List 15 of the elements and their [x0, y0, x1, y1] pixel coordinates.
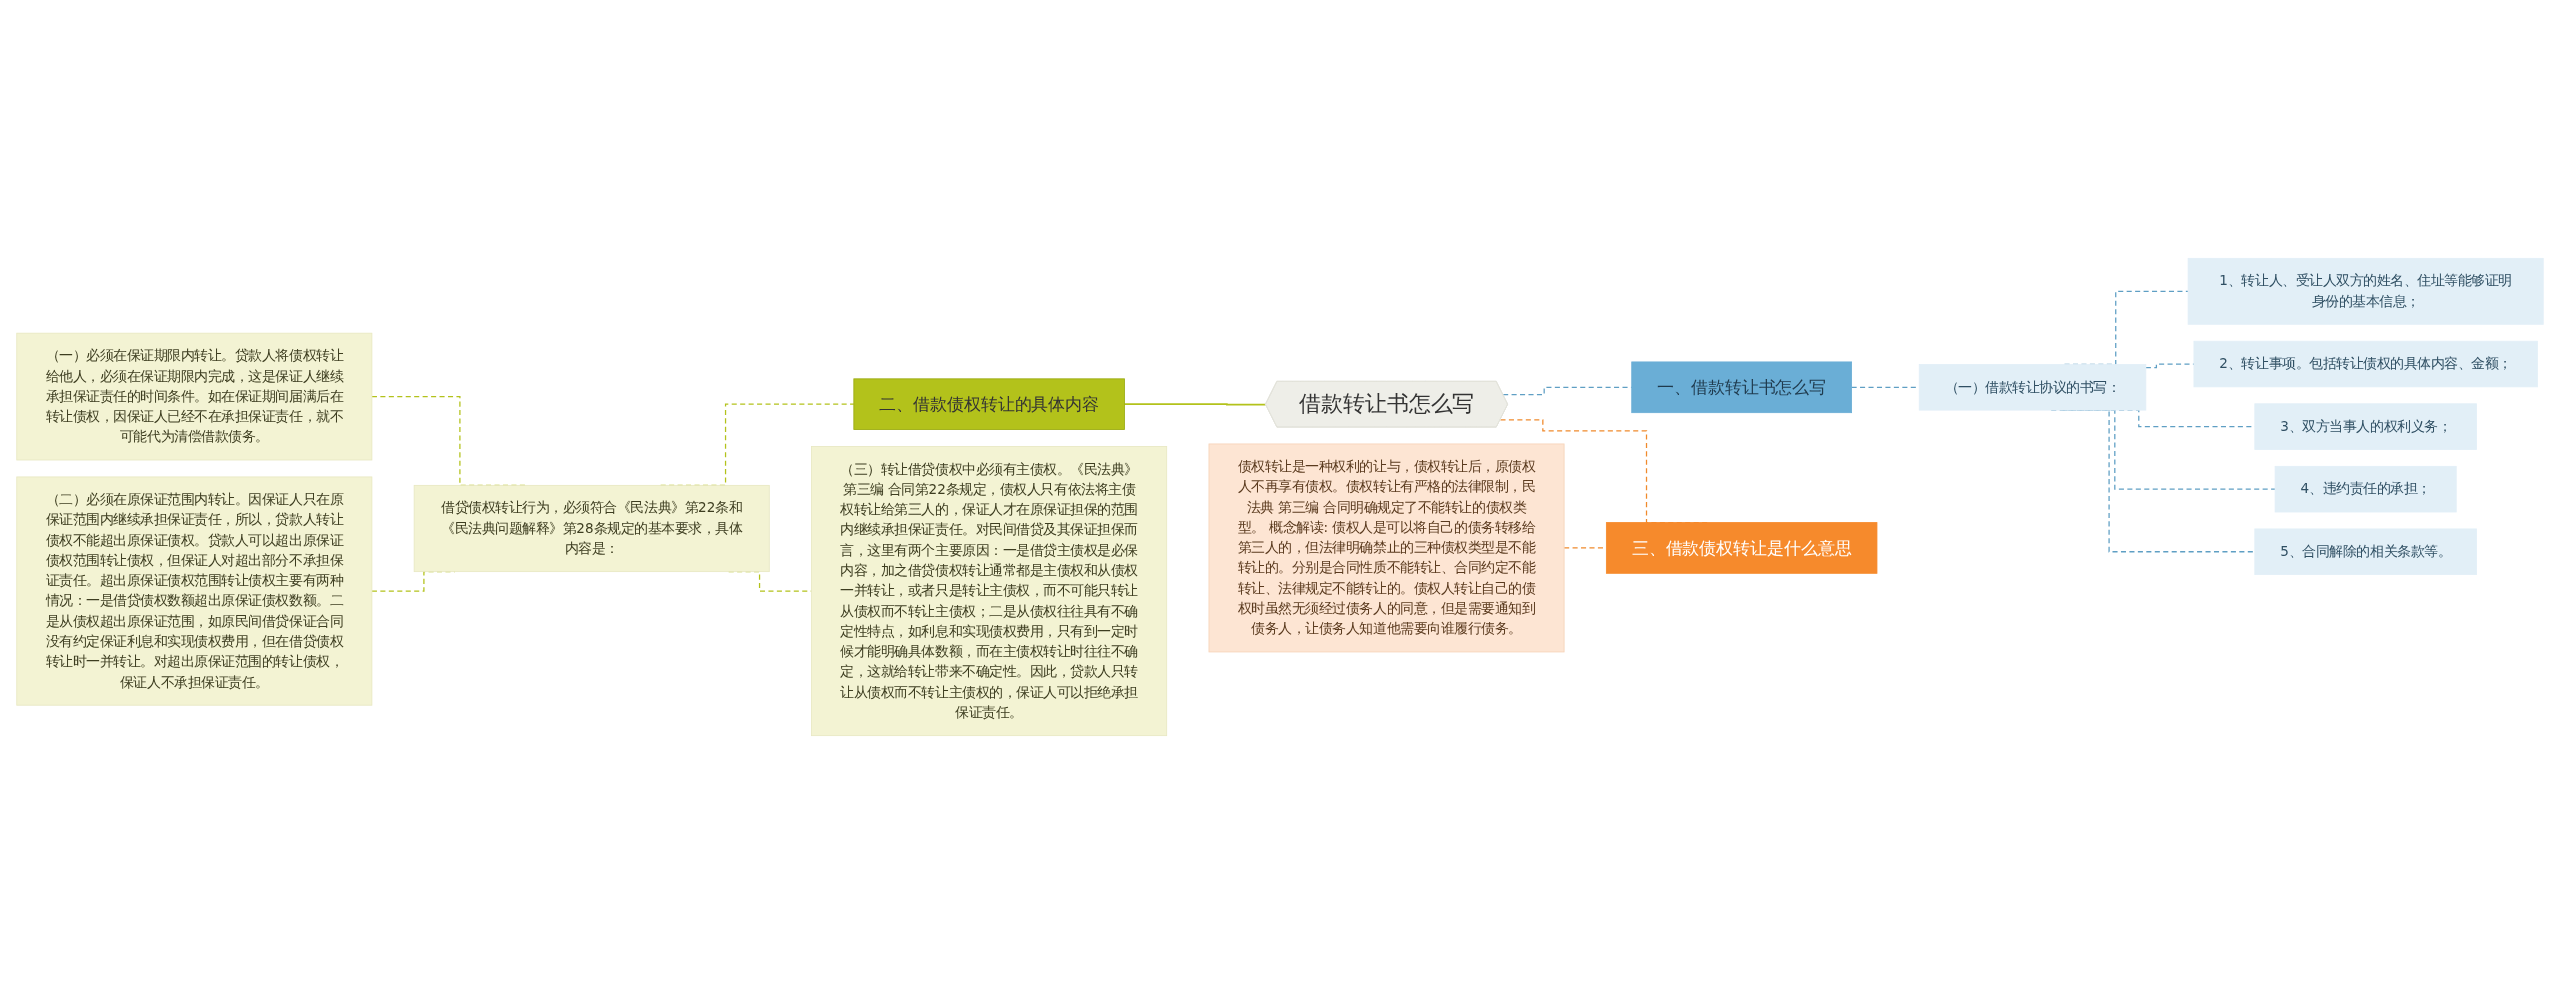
connector: [1123, 403, 1267, 406]
node-box: 2、转让事项。包括转让债权的具体内容、金额；: [2193, 340, 2538, 388]
node-box: 二、借款债权转让的具体内容: [853, 378, 1125, 430]
node-box: 3、双方当事人的权利义务；: [2254, 403, 2477, 450]
node-box: （二）必须在原保证范围内转让。因保证人只在原保证范围内继续承担保证责任，所以，贷款人转让债权不能超出原保证债权。贷款人可以超出原保证债权范围转让债权，但保证人对超出部分不承担保证责任。超出原保证债权范围转让债权主要有两种情况：一是借贷债权数额超出原保证债权数额。二是从债权超出原保证范围，如原民间借贷保证合同没有约定保证利息和实现债权费用，但在借贷债权转让时一并转让。对超出原保证范围的转让债权，保证人不承担保证责任。: [16, 476, 373, 706]
node-box: 一、借款转让书怎么写: [1631, 361, 1852, 414]
node-box: 债权转让是一种权利的让与，债权转让后，原债权人不再享有债权。债权转让有严格的法律限制，民法典 第三编 合同明确规定了不能转让的债权类型。 概念解读: 债权人是可以将自己的债务转移给第三人的，但法律明确禁止的三种债权类型是不能转让的。分别是合同性质不能转让、合同约定不能转让、法律规定不能转让的。债权人转让自己的债权时虽然无须经过债务人的同意，但是需要通知到债务人，让债务人知道他需要向谁履行债务。: [1208, 443, 1565, 653]
node-box: 5、合同解除的相关条款等。: [2254, 528, 2477, 575]
node-box: （三）转让借贷债权中必须有主债权。《民法典》第三编 合同第22条规定，债权人只有依法将主债权转让给第三人的，保证人才在原保证担保的范围内继续承担保证责任。对民间借贷及其保证担保而言，这里有两个主要原因：一是借贷主债权是必保内容，加之借贷债权转让通常都是主债权和从债权一并转让，或者只是转让主债权，而不可能只转让从债权而不转让主债权；二是从债权往往具有不确定性特点，如利息和实现债权费用，只有到一定时候才能明确具体数额，而在主债权转让时往往不确定，这就给转让带来不确定性。因此，贷款人只转让从债权而不转让主债权的，保证人可以拒绝承担保证责任。: [811, 446, 1168, 737]
node-box: 借贷债权转让行为，必须符合《民法典》第22条和《民法典问题解释》第28条规定的基本要求，具体内容是：: [413, 484, 770, 573]
node-box: （一）借款转让协议的书写：: [1918, 364, 2147, 411]
node-box: 4、违约责任的承担；: [2274, 465, 2457, 513]
node-box: 1、转让人、受让人双方的姓名、住址等能够证明身份的基本信息；: [2187, 257, 2544, 325]
node-box: 三、借款债权转让是什么意思: [1605, 522, 1878, 574]
node-box: （一）必须在保证期限内转让。贷款人将债权转让给他人，必须在保证期限内完成，这是保证人继续承担保证责任的时间条件。如在保证期间届满后在转让债权，因保证人已经不在承担保证责任，就不可能代为清偿借款债务。: [16, 332, 373, 461]
